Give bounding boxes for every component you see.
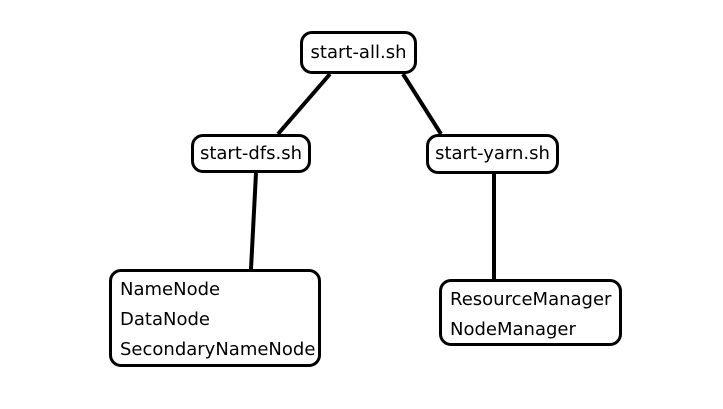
edge-start-all-to-start-dfs: [276, 72, 332, 136]
namenode-label: NameNode: [120, 279, 221, 300]
nodemanager-label: NodeManager: [450, 319, 576, 340]
yarn-daemons-node: ResourceManager NodeManager: [439, 279, 622, 346]
start-all-label: start-all.sh: [310, 41, 407, 63]
start-yarn-node: start-yarn.sh: [426, 134, 559, 174]
start-dfs-label: start-dfs.sh: [199, 142, 303, 164]
start-all-node: start-all.sh: [300, 31, 417, 74]
start-yarn-label: start-yarn.sh: [435, 143, 550, 164]
edge-start-dfs-to-hdfs-daemons: [249, 172, 258, 270]
resourcemanager-label: ResourceManager: [450, 289, 612, 310]
datanode-label: DataNode: [120, 309, 210, 330]
edge-start-all-to-start-yarn: [401, 72, 443, 136]
secondary-namenode-label: SecondaryNameNode: [120, 339, 316, 360]
hdfs-daemons-node: NameNode DataNode SecondaryNameNode: [109, 269, 321, 367]
start-dfs-node: start-dfs.sh: [191, 134, 311, 173]
